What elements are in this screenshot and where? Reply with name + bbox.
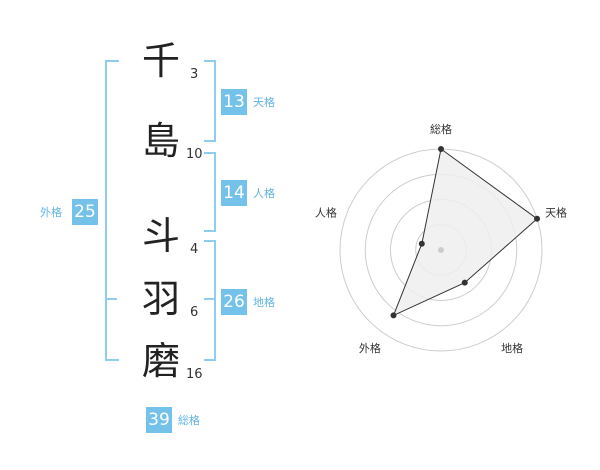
- name-char-3: 斗: [142, 214, 181, 258]
- gaikaku-bracket-mid-tick: [105, 298, 117, 300]
- stroke-count-4: 6: [190, 305, 199, 320]
- tenkaku-value: 13: [221, 89, 247, 115]
- radar-point-4: [390, 312, 397, 319]
- stroke-count-3: 4: [190, 242, 199, 257]
- radar-center-dot: [438, 247, 444, 253]
- radar-point-3: [461, 279, 468, 286]
- radar-axis-label: 外格: [359, 341, 381, 355]
- radar-axis-label: 総格: [430, 122, 452, 136]
- chikaku-label: 地格: [253, 296, 275, 309]
- tenkaku-bracket: [204, 60, 216, 142]
- tenkaku-label: 天格: [253, 96, 275, 109]
- name-char-1: 千: [142, 39, 181, 83]
- radar-axis-label: 人格: [315, 206, 337, 220]
- stroke-count-2: 10: [186, 147, 203, 162]
- radar-axis-label: 地格: [501, 341, 523, 355]
- radar-axis-label: 天格: [545, 206, 567, 220]
- name-char-5: 磨: [142, 339, 181, 383]
- name-char-4: 羽: [142, 277, 181, 321]
- radar-point-5: [418, 240, 425, 247]
- jinkaku-bracket: [204, 152, 216, 232]
- chikaku-bracket-mid-tick: [204, 298, 216, 300]
- gaikaku-label: 外格: [40, 206, 62, 219]
- radar-point-2: [534, 215, 541, 222]
- gaikaku-value: 25: [72, 199, 98, 225]
- gaikaku-bracket: [105, 60, 119, 361]
- name-char-2: 島: [142, 119, 181, 163]
- chikaku-value: 26: [221, 289, 247, 315]
- soukaku-value: 39: [146, 407, 172, 433]
- stroke-count-5: 16: [186, 367, 203, 382]
- radar-data-polygon: [392, 148, 538, 317]
- jinkaku-value: 14: [221, 180, 247, 206]
- jinkaku-label: 人格: [253, 187, 275, 200]
- radar-point-1: [438, 146, 444, 152]
- soukaku-label: 総格: [178, 414, 200, 427]
- chikaku-bracket: [204, 240, 216, 361]
- stroke-count-1: 3: [190, 67, 199, 82]
